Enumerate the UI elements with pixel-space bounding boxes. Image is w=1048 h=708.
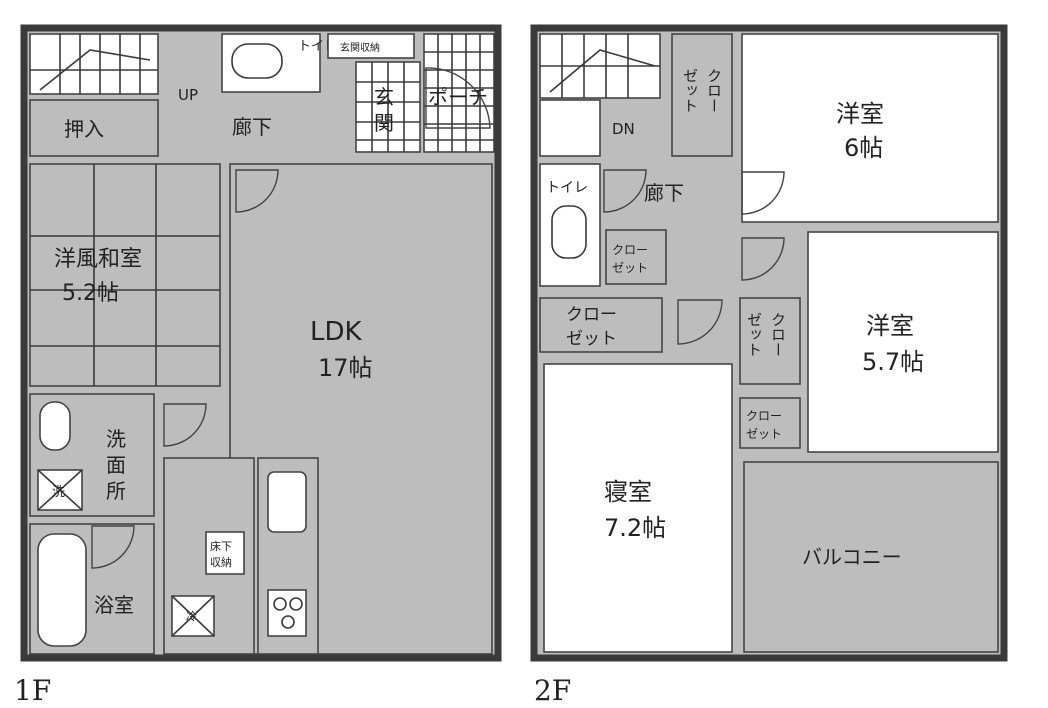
ldk-size: 17帖 [318,354,373,382]
floor1-washitsu [29,163,221,387]
underfloor-storage-label-1: 床下 [210,539,232,553]
floor1-porch [423,33,495,153]
stove-icon [267,589,307,637]
closet-small2-label-b: ゼット [746,427,782,441]
toilet-fixture-icon [231,43,283,79]
floor2-dn-label: DN [612,120,635,138]
floor2-label: 2F [534,674,571,707]
floor2-closet-2 [539,297,663,353]
western2-name: 洋室 [866,312,914,340]
floor1-oshiire [29,99,159,157]
genkan-label-2: 関 [374,111,394,135]
bedroom-size: 7.2帖 [604,514,666,542]
sink-icon [39,401,71,451]
floor1-label: 1F [14,674,51,707]
floor1-stairs [29,33,159,95]
entrance-storage-label: 玄関収納 [340,41,380,54]
washroom-label-2: 面 [106,453,126,477]
ldk-door-swing [235,169,279,213]
floor2-toilet [539,163,601,287]
floor1-outer-wall [20,24,502,662]
bath-label: 浴室 [94,593,134,617]
laundry-label: 洗 [52,485,65,500]
floor1-stair-treads [30,34,158,94]
balcony-label: バルコニー [802,545,902,569]
washitsu-size: 5.2帖 [62,281,119,306]
floor2-bedroom [543,363,733,653]
genkan-tiles [356,62,420,152]
closet2-label-b: ゼット [566,329,617,349]
floor1-entrance-storage [327,33,415,59]
floor2-closet-small-1 [605,229,667,285]
closet2-label-a: クロー [566,305,617,325]
floor1-up-label: UP [178,86,198,104]
closet-small1-label-b: ゼット [612,261,648,275]
bedroom-door-swing [677,299,723,345]
western2-size: 5.7帖 [862,348,924,376]
washitsu-name: 洋風和室 [54,247,142,272]
floor2-western-room-2 [807,231,999,453]
closet-v2-label-b: ゼット [745,312,763,357]
western2-door-swing [741,237,785,281]
floor2-balcony [743,461,999,653]
floor1-toilet [221,33,321,93]
floor1-hallway-label: 廊下 [232,115,272,139]
closet-v1-label-b: ゼット [681,68,699,113]
toilet2-door-swing [603,169,647,213]
genkan-label-1: 玄 [374,85,394,109]
porch-tiles [424,34,494,152]
closet-v2-label-a: クロー [769,312,787,357]
western1-door-swing [741,171,785,215]
floor-1-plan: UP トイレ 玄関収納 ポーチ 玄 関 廊下 押 [14,24,502,707]
floor2-hallway-label: 廊下 [644,181,684,205]
porch-door-swing [425,67,491,129]
floor2-closet-small-2 [739,397,801,449]
fridge-label: 冷 [186,610,197,623]
bath-door-swing [91,525,135,569]
tatami-lines [30,164,220,386]
closet-small1-label-a: クロー [612,243,648,257]
western1-size: 6帖 [844,134,883,162]
floor-2-plan: DN クロー ゼット 洋室 6帖 トイレ 廊下 クロー ゼット クロー ゼット … [530,24,1008,707]
floor2-stair-treads [540,34,660,98]
floor2-closet-vertical-2 [739,297,801,385]
closet-small2-label-a: クロー [746,409,782,423]
floor2-stairs-lower [539,99,601,157]
bedroom-name: 寝室 [604,478,652,506]
kitchen-sink-icon [267,471,307,533]
bathtub-icon [37,533,87,647]
porch-label: ポーチ [428,85,488,109]
washroom-label-3: 所 [106,479,126,503]
closet-v1-label-a: クロー [705,68,723,113]
floor2-outer-wall [530,24,1008,662]
ldk-name: LDK [310,317,363,347]
underfloor-storage-label-2: 収納 [210,556,232,569]
floor2-toilet-label: トイレ [546,180,588,196]
washroom-door-swing [163,403,207,447]
toilet-2f-fixture-icon [551,205,587,259]
western1-name: 洋室 [836,100,884,128]
floor2-western-room-1 [741,33,999,223]
floor2-closet-vertical-1 [671,33,733,157]
oshiire-label: 押入 [64,117,104,141]
underfloor-storage [205,531,245,575]
washroom-label-1: 洗 [106,427,126,451]
